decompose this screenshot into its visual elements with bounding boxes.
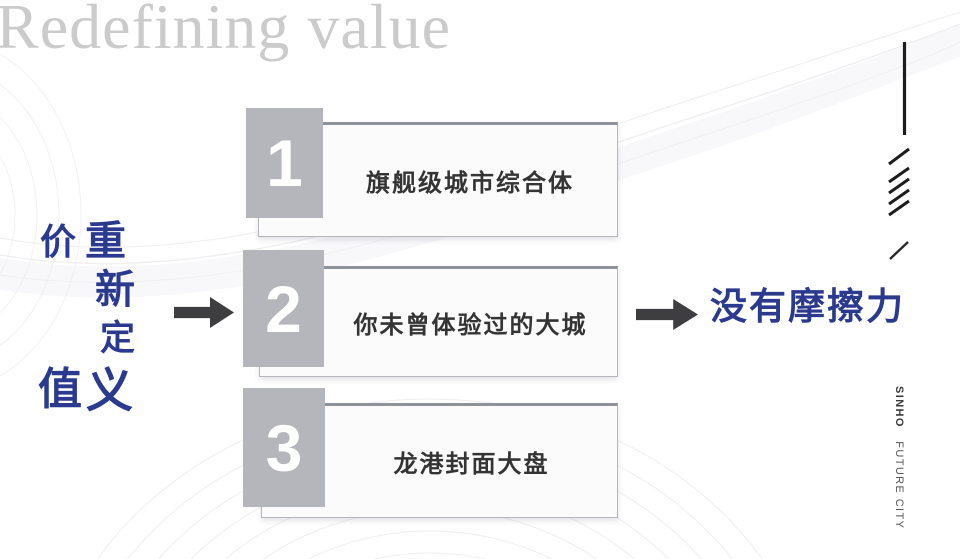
page-title: Redefining value	[0, 0, 451, 62]
step-number: 2	[265, 271, 302, 346]
step-number-badge: 3	[243, 388, 325, 507]
callout-char: 新	[95, 268, 135, 312]
watermark-suffix: FUTURE CITY	[893, 441, 905, 530]
step-number: 3	[265, 410, 303, 485]
step-label: 你未曾体验过的大城	[353, 312, 588, 339]
step-number: 1	[266, 126, 303, 200]
callout-char: 值	[38, 365, 82, 414]
step-label: 龙港封面大盘	[393, 451, 550, 478]
decor-marks-icon	[888, 42, 910, 260]
callout-char: 义	[86, 364, 133, 417]
conclusion-label: 没有摩擦力	[710, 286, 905, 327]
step-number-badge: 1	[246, 108, 323, 218]
callout-char: 重	[85, 218, 126, 264]
step-number-badge: 2	[243, 250, 324, 367]
step-label: 旗舰级城市综合体	[366, 170, 574, 197]
callout-char: 价	[40, 221, 77, 262]
callout-char: 定	[100, 319, 136, 358]
watermark: SINHO FUTURE CITY	[893, 386, 905, 529]
watermark-brand: SINHO	[893, 386, 905, 428]
